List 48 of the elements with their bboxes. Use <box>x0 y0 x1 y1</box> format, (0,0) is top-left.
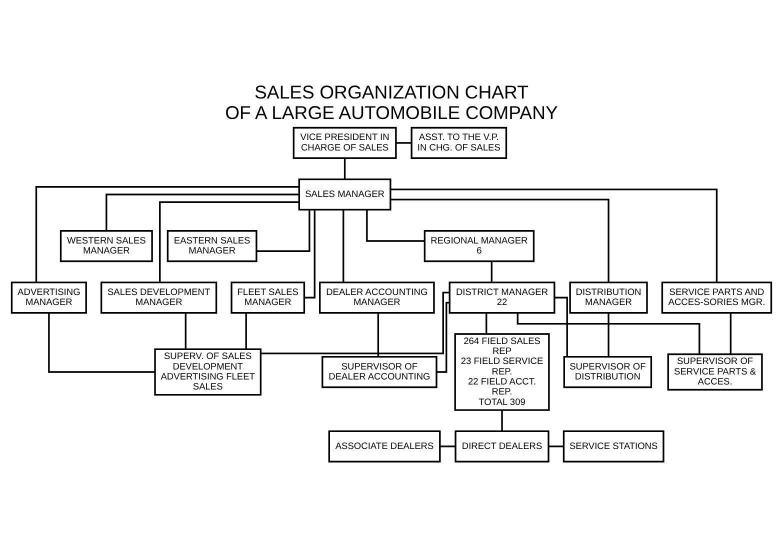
node-box: SUPERVISOR OF SERVICE PARTS & ACCES. <box>667 352 763 390</box>
connector <box>516 312 700 354</box>
connector <box>730 312 732 354</box>
connector <box>440 445 456 447</box>
connector <box>184 312 186 348</box>
node-box: SALES MANAGER <box>298 178 392 210</box>
node-box: DIRECT DEALERS <box>454 430 550 462</box>
connector <box>486 312 488 334</box>
connector <box>48 312 155 372</box>
connector <box>260 291 450 354</box>
node-box: SUPERV. OF SALES DEVELOPMENT ADVERTISING FLEET SALES <box>154 348 262 396</box>
connector <box>366 209 424 242</box>
node-box: 264 FIELD SALES REP 23 FIELD SERVICE REP. 22 FIELD ACCT. REP. TOTAL 309 <box>454 332 550 410</box>
connector <box>256 209 310 252</box>
connector <box>159 200 300 282</box>
connector <box>608 312 610 356</box>
connector <box>342 209 344 282</box>
node-box: SERVICE PARTS AND ACCES-SORIES MGR. <box>661 281 772 314</box>
connector <box>377 312 380 356</box>
node-box: WESTERN SALES MANAGER <box>60 230 153 262</box>
node-box: ASST. TO THE V.P. IN CHG. OF SALES <box>410 126 508 158</box>
connector <box>245 312 247 348</box>
connector <box>344 158 346 179</box>
node-box: VICE PRESIDENT IN CHARGE OF SALES <box>292 126 397 158</box>
node-box: SALES DEVELOPMENT MANAGER <box>100 281 218 314</box>
connector <box>304 209 316 298</box>
node-box: SUPERVISOR OF DEALER ACCOUNTING <box>322 355 438 388</box>
connector <box>396 142 412 144</box>
node-box: SUPERVISOR OF DISTRIBUTION <box>563 355 652 388</box>
connector <box>390 188 718 282</box>
node-box: REGIONAL MANAGER 6 <box>424 230 535 262</box>
connector <box>390 198 610 282</box>
diagram-title: SALES ORGANIZATION CHART <box>254 81 528 102</box>
connector <box>490 261 493 282</box>
caption: OF A LARGE AUTOMOBILE COMPANY <box>225 101 558 122</box>
node-box: ASSOCIATE DEALERS <box>328 430 441 462</box>
connector <box>501 410 503 431</box>
connector <box>106 193 300 230</box>
node-box: SERVICE STATIONS <box>562 430 664 462</box>
connector <box>35 186 299 282</box>
node-box: DISTRIBUTION MANAGER <box>569 281 648 314</box>
node-box: ADVERTISING MANAGER <box>10 281 87 314</box>
connector <box>548 445 564 447</box>
node-box: FLEET SALES MANAGER <box>230 281 306 314</box>
node-box: DISTRICT MANAGER 22 <box>448 281 556 314</box>
node-box: DEALER ACCOUNTING MANAGER <box>319 281 435 314</box>
node-box: EASTERN SALES MANAGER <box>166 230 258 262</box>
connector <box>436 301 450 372</box>
